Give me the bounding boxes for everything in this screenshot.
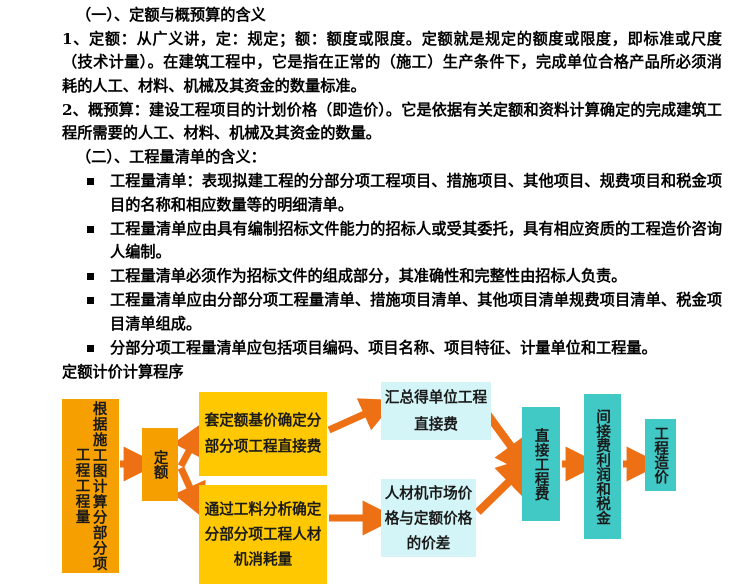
node-market-price-difference[interactable]: 人材机市场价格与定额价格的价差 (381, 479, 476, 557)
list-item-label: 工程量清单必须作为招标文件的组成部分，其准确性和完整性由招标人负责。 (110, 267, 627, 286)
node-total-project-cost[interactable]: 工程造价 (645, 419, 676, 491)
bullet-square-icon (87, 344, 94, 352)
node-material-analysis[interactable]: 通过工料分析确定分部分项工程人材机消耗量 (199, 485, 327, 584)
list-item-label: 工程量清单：表现拟建工程的分部分项工程项目、措施项目、其他项目、规费项目和税金项… (110, 172, 722, 214)
paragraph-definition: 1、定额：从广义讲，定：规定；额：额度或限度。定额就是规定的额度或限度，即标准或… (62, 30, 722, 95)
list-item: 工程量清单：表现拟建工程的分部分项工程项目、措施项目、其他项目、规费项目和税金项… (62, 170, 722, 216)
bullet-square-icon (87, 178, 94, 186)
node-quota[interactable]: 定额 (142, 428, 178, 501)
node-sum-direct-fee[interactable]: 汇总得单位工程直接费 (381, 382, 491, 440)
list-item-label: 工程量清单应由具有编制招标文件能力的招标人或受其委托，具有相应资质的工程造价咨询… (110, 219, 722, 262)
list-item-label: 工程量清单应由分部分项工程量清单、措施项目清单、其他项目清单规费项目清单、税金项… (110, 291, 722, 333)
node-indirect-fee-profit-tax[interactable]: 间接费利润和税金 (584, 394, 621, 539)
bullet-square-icon (87, 225, 94, 233)
list-item: 工程量清单应由分部分项工程量清单、措施项目清单、其他项目清单规费项目清单、税金项… (62, 289, 722, 335)
node-apply-quota[interactable]: 套定额基价确定分部分项工程直接费 (199, 392, 327, 476)
node-direct-engineering-fee[interactable]: 直接工程费 (522, 407, 560, 521)
list-item-label: 分部分项工程量清单应包括项目编码、项目名称、项目特征、计量单位和工程量。 (110, 338, 657, 357)
bullet-square-icon (87, 273, 94, 281)
list-item: 工程量清单应由具有编制招标文件能力的招标人或受其委托，具有相应资质的工程造价咨询… (62, 218, 722, 264)
paragraph-budget: 2、概预算：建设工程项目的计划价格（即造价）。它是依据有关定额和资料计算确定的完… (62, 100, 722, 143)
list-item: 分部分项工程量清单应包括项目编码、项目名称、项目特征、计量单位和工程量。 (62, 337, 722, 360)
program-title: 定额计价计算程序 (62, 363, 184, 382)
node-quantity[interactable]: 根据施工图计算分部分项工程工程量 (62, 399, 119, 573)
section-one-title: （一）、定额与概预算的含义 (76, 6, 266, 24)
document-text-block: （一）、定额与概预算的含义 1、定额：从广义讲，定：规定；额：额度或限度。定额就… (62, 4, 722, 384)
section-two-title: （二）、工程量清单的含义： (76, 148, 266, 167)
list-item: 工程量清单必须作为招标文件的组成部分，其准确性和完整性由招标人负责。 (62, 265, 722, 288)
bullet-list: 工程量清单：表现拟建工程的分部分项工程项目、措施项目、其他项目、规费项目和税金项… (62, 170, 722, 360)
bullet-square-icon (87, 297, 94, 305)
